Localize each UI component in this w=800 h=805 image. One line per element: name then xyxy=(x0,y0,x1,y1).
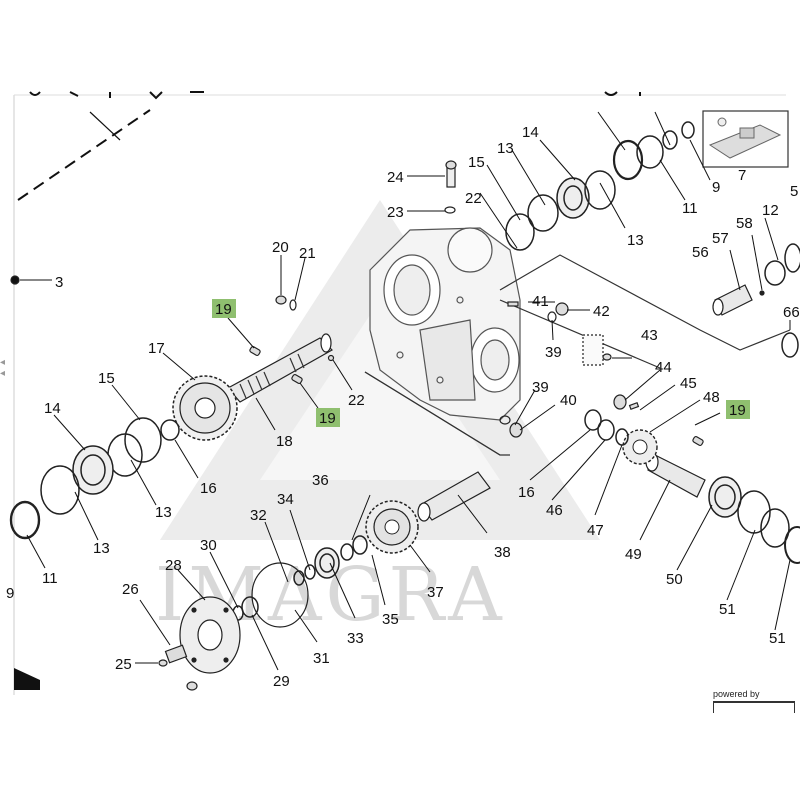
callout-34: 34 xyxy=(277,491,294,508)
callout-58: 58 xyxy=(736,215,753,232)
callout-12: 12 xyxy=(762,202,779,219)
callout-45: 45 xyxy=(680,375,697,392)
callout-19-a: 19 xyxy=(215,301,232,318)
callout-26: 26 xyxy=(122,581,139,598)
callout-51-b: 51 xyxy=(769,630,786,647)
callout-24: 24 xyxy=(387,169,404,186)
watermark-triangle-inner xyxy=(260,300,500,480)
shaft-38 xyxy=(417,471,491,522)
leader-lines xyxy=(20,111,791,671)
callout-11-top: 11 xyxy=(682,200,698,217)
left-small-parts xyxy=(10,275,335,384)
shaft-49 xyxy=(645,452,706,498)
gearbox-housing xyxy=(369,227,521,421)
bottom-small-parts xyxy=(158,644,198,691)
cover-28 xyxy=(179,596,241,674)
callout-47: 47 xyxy=(587,522,604,539)
callout-25: 25 xyxy=(115,656,132,673)
callout-36: 36 xyxy=(312,472,329,489)
callout-13-right: 13 xyxy=(627,232,644,249)
corner-mark xyxy=(14,668,40,690)
callout-19-highlight-b xyxy=(316,408,340,427)
callout-15-top: 15 xyxy=(468,154,485,171)
callout-44: 44 xyxy=(655,359,672,376)
callout-7: 7 xyxy=(738,167,746,184)
right-small-parts xyxy=(444,160,704,446)
callout-46: 46 xyxy=(546,502,563,519)
callout-30: 30 xyxy=(200,537,217,554)
callout-15-left: 15 xyxy=(98,370,115,387)
callout-19-highlight-c xyxy=(726,400,750,419)
callout-51-a: 51 xyxy=(719,601,736,618)
callout-16-left: 16 xyxy=(200,480,217,497)
callout-37: 37 xyxy=(427,584,444,601)
callout-56: 56 xyxy=(692,244,709,261)
shaft-18 xyxy=(227,333,333,403)
callout-28: 28 xyxy=(165,557,182,574)
callout-3: 3 xyxy=(55,274,63,291)
gear-17 xyxy=(172,375,238,441)
callout-40: 40 xyxy=(560,392,577,409)
callout-13-top: 13 xyxy=(497,140,514,157)
callout-14-left: 14 xyxy=(44,400,61,417)
callout-39-top: 39 xyxy=(545,344,562,361)
callout-19-b: 19 xyxy=(319,410,336,427)
callout-16-right: 16 xyxy=(518,484,535,501)
gear-48 xyxy=(622,429,658,465)
callout-57: 57 xyxy=(712,230,729,247)
callout-48: 48 xyxy=(703,389,720,406)
callout-29: 29 xyxy=(273,673,290,690)
callout-11-bottom: 11 xyxy=(42,570,58,587)
callout-14-top: 14 xyxy=(522,124,539,141)
callout-17: 17 xyxy=(148,340,165,357)
callout-43: 43 xyxy=(641,327,658,344)
left-scroll-arrows-icon[interactable]: ◂◂ xyxy=(0,357,6,379)
callout-20: 20 xyxy=(272,239,289,256)
callout-18: 18 xyxy=(276,433,293,450)
powered-by-logo-box[interactable] xyxy=(713,701,795,713)
left-rings xyxy=(9,417,180,540)
callout-49: 49 xyxy=(625,546,642,563)
leader-line xyxy=(89,111,121,141)
callout-9-left: 9 xyxy=(6,585,14,602)
bushing-56 xyxy=(712,284,765,316)
top-partial-parts xyxy=(29,91,641,100)
callout-42: 42 xyxy=(593,303,610,320)
callout-13-mid: 13 xyxy=(155,504,172,521)
callout-22-top: 22 xyxy=(465,190,482,207)
callout-5: 5 xyxy=(790,183,798,200)
inset-drawing xyxy=(708,117,782,159)
gear-37 xyxy=(365,500,419,554)
callout-33: 33 xyxy=(347,630,364,647)
callout-13-left: 13 xyxy=(93,540,110,557)
callout-50: 50 xyxy=(666,571,683,588)
callout-19-c: 19 xyxy=(729,402,746,419)
callout-31: 31 xyxy=(313,650,330,667)
dashed-leader xyxy=(17,109,151,201)
callout-41: 41 xyxy=(532,293,549,310)
callout-21: 21 xyxy=(299,245,316,262)
callout-35: 35 xyxy=(382,611,399,628)
callout-19-highlight-a xyxy=(212,299,236,318)
powered-by-label: powered by xyxy=(713,689,760,699)
callout-39-mid: 39 xyxy=(532,379,549,396)
callout-32: 32 xyxy=(250,507,267,524)
callout-38: 38 xyxy=(494,544,511,561)
callout-labels: 3 5 7 9 9 11 11 12 13 13 13 13 14 14 15 … xyxy=(6,124,800,690)
callout-66: 66 xyxy=(783,304,800,321)
callout-23: 23 xyxy=(387,204,404,221)
callout-22-left: 22 xyxy=(348,392,365,409)
callout-9: 9 xyxy=(712,179,720,196)
assembly-guide-lines xyxy=(364,254,791,456)
